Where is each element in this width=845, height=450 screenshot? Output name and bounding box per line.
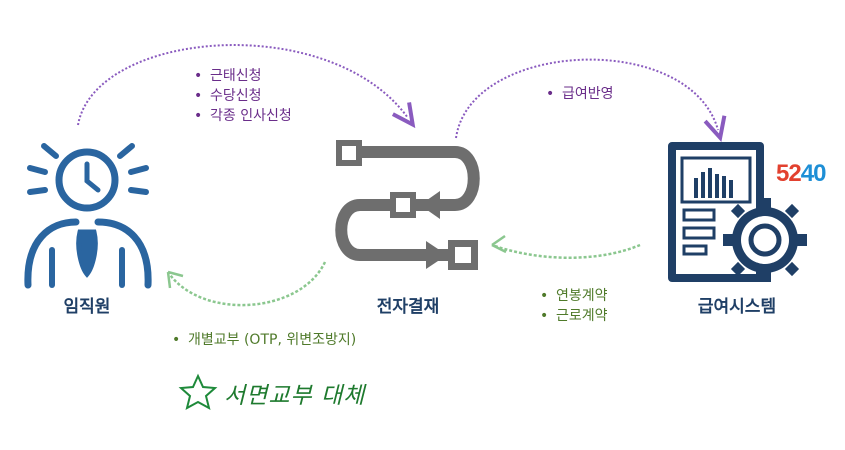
approval-icon [335,140,480,270]
node-label-payroll: 급여시스템 [697,297,777,317]
arrow-head-green-right [491,234,507,254]
employee-icon [24,143,152,289]
flow-list-payroll-to-approval: 연봉계약 근로계약 [538,286,608,326]
logo-digit-4: 0 [813,160,826,187]
flow-list-approval-to-employee: 개별교부 (OTP, 위변조방지) [170,330,356,350]
logo-digit-3: 4 [800,160,814,187]
logo-digit-2: 2 [788,160,801,187]
note-replace-paper: 서면교부 대체 [224,383,366,409]
node-label-employee: 임직원 [63,297,111,317]
arrow-payroll-to-approval [491,243,641,259]
brand-logo: 5240 [776,160,826,188]
flow-list-employee-to-approval: 근태신청 수당신청 각종 인사신청 [192,66,292,126]
flow-list-approval-to-payroll: 급여반영 [544,84,614,104]
list-item: 각종 인사신청 [192,106,292,126]
arrow-head-green-left [166,270,184,289]
arrow-approval-to-employee [166,261,327,307]
list-item: 개별교부 (OTP, 위변조방지) [170,330,356,350]
list-item: 연봉계약 [538,286,608,306]
logo-digit-1: 5 [776,160,789,187]
list-item: 근로계약 [538,306,608,326]
list-item: 급여반영 [544,84,614,104]
node-label-approval: 전자결재 [376,297,440,317]
list-item: 근태신청 [192,66,292,86]
payroll-icon [668,142,807,282]
star-icon [178,373,218,410]
arrow-employee-to-approval [77,44,416,129]
list-item: 수당신청 [192,86,292,106]
